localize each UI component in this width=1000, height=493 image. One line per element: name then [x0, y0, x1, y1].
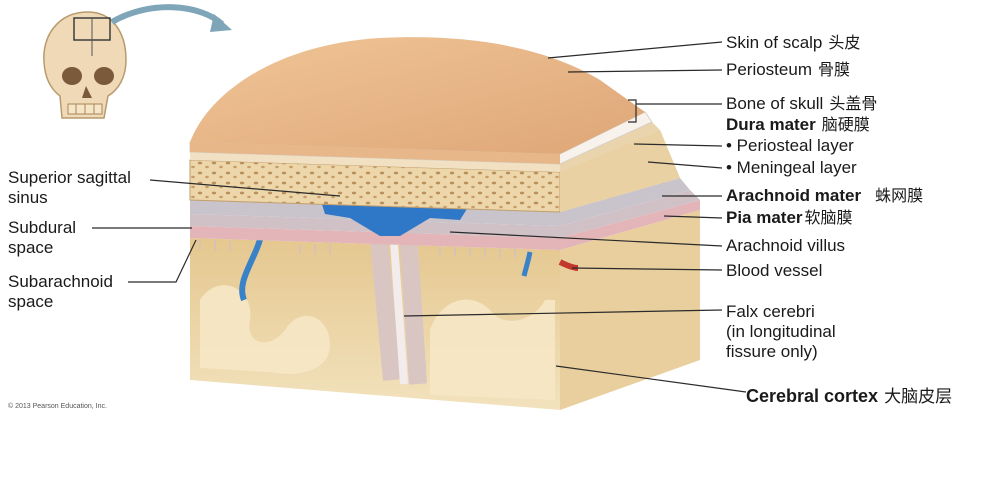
copyright-notice: © 2013 Pearson Education, Inc. [8, 403, 107, 410]
label-subdural-2: space [8, 238, 54, 257]
label-superior-sagittal-1: Superior sagittal [8, 168, 131, 187]
label-blood-vessel: Blood vessel [726, 261, 823, 280]
label-text-en: Bone of skull [726, 94, 824, 113]
label-falx-cerebri-3: fissure only) [726, 342, 818, 361]
label-text-zh: 大脑皮层 [884, 387, 953, 407]
label-text-en: Cerebral cortex [746, 386, 879, 406]
label-text-en: Dura mater [726, 115, 816, 134]
scalp-layer [190, 37, 645, 164]
bone-layer [189, 122, 680, 213]
label-text-en: Pia mater [726, 208, 803, 227]
pointer-arrow [110, 4, 225, 27]
skull-icon [43, 11, 127, 119]
label-superior-sagittal-2: sinus [8, 188, 48, 207]
label-text-en: Skin of scalp [726, 33, 823, 52]
cortex-block [190, 210, 700, 410]
label-text-zh: 软脑膜 [804, 208, 853, 227]
label-text-zh: 脑硬膜 [821, 115, 870, 134]
label-subarachnoid-1: Subarachnoid [8, 272, 113, 291]
label-periosteal-layer: • Periosteal layer [726, 136, 854, 155]
label-periosteum: Periosteum 骨膜 [726, 60, 850, 80]
label-meningeal-layer: • Meningeal layer [726, 158, 857, 177]
label-dura-mater: Dura mater 脑硬膜 [726, 115, 870, 135]
label-text-zh: 蛛网膜 [875, 186, 924, 205]
label-bone-of-skull: Bone of skull 头盖骨 [726, 94, 877, 114]
label-text-zh: 头盖骨 [829, 94, 878, 113]
label-falx-cerebri-1: Falx cerebri [726, 302, 815, 321]
label-falx-cerebri-2: (in longitudinal [726, 322, 836, 341]
label-text-en: Arachnoid mater [726, 186, 862, 205]
label-arachnoid-mater: Arachnoid mater 蛛网膜 [726, 186, 923, 206]
leader-lines [92, 41, 747, 393]
label-text-zh: 骨膜 [817, 60, 850, 79]
label-subarachnoid-2: space [8, 292, 54, 311]
label-skin-of-scalp: Skin of scalp 头皮 [726, 33, 860, 53]
label-text-en: Periosteum [726, 60, 812, 79]
label-arachnoid-villus: Arachnoid villus [726, 236, 846, 255]
label-subdural-1: Subdural [8, 218, 77, 237]
label-text-zh: 头皮 [828, 33, 861, 52]
